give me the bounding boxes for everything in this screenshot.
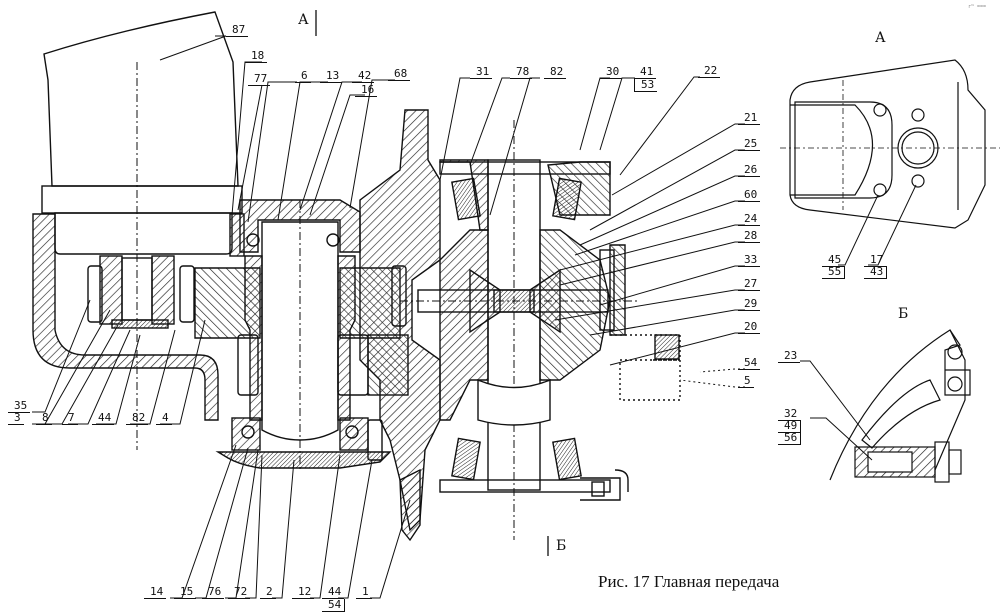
callout-54-bottom: 54 (322, 599, 346, 612)
callout-25: 25 (738, 138, 761, 151)
callout-21: 21 (738, 112, 761, 125)
callout-20: 20 (738, 321, 761, 334)
view-b-drawing (800, 329, 971, 483)
callout-53: 53 (634, 79, 658, 92)
input-bearing-left (99, 255, 123, 325)
callout-82-top: 82 (544, 66, 567, 79)
callout-68: 68 (388, 68, 411, 81)
callout-77: 77 (248, 73, 271, 86)
callout-16: 16 (355, 84, 378, 97)
corner-stamp: r™ === (968, 4, 987, 10)
callout-26: 26 (738, 164, 761, 177)
callout-2: 2 (260, 586, 276, 599)
callout-42: 42 (352, 70, 375, 83)
callout-32: 32 (778, 408, 801, 421)
callout-30: 30 (600, 66, 623, 79)
callout-45: 45 (822, 254, 845, 267)
view-a-title: А (875, 30, 886, 46)
callout-7: 7 (62, 412, 78, 425)
callout-27: 27 (738, 278, 761, 291)
view-a-drawing (780, 59, 1000, 266)
callout-31: 31 (470, 66, 493, 79)
callout-78: 78 (510, 66, 533, 79)
callout-28: 28 (738, 230, 761, 243)
section-a-marker: А (298, 12, 309, 28)
callout-54-right: 54 (738, 357, 761, 370)
motor-flange (41, 185, 243, 214)
callout-82-left: 82 (126, 412, 149, 425)
housing-left (32, 213, 219, 421)
callout-4: 4 (156, 412, 172, 425)
callout-44-bottom: 44 (322, 586, 345, 599)
callout-6: 6 (295, 70, 311, 83)
callout-72: 72 (228, 586, 251, 599)
callout-17: 17 (864, 254, 887, 267)
callout-5: 5 (738, 375, 754, 388)
callout-24: 24 (738, 213, 761, 226)
callout-18: 18 (245, 50, 268, 63)
callout-14: 14 (144, 586, 167, 599)
callout-44-left: 44 (92, 412, 115, 425)
callout-22: 22 (698, 65, 721, 78)
callout-1: 1 (356, 586, 372, 599)
callout-23: 23 (778, 350, 801, 363)
callout-13: 13 (320, 70, 343, 83)
motor-block (43, 11, 239, 187)
callout-55: 55 (822, 266, 846, 279)
callout-12: 12 (292, 586, 315, 599)
figure-caption: Рис. 17 Главная передача (598, 572, 780, 591)
motor-pilot (54, 212, 233, 255)
callout-49: 49 (778, 420, 802, 433)
callout-15: 15 (174, 586, 197, 599)
main-housing (359, 109, 441, 532)
callout-41: 41 (634, 66, 657, 79)
bottom-cover (215, 451, 392, 469)
callout-43: 43 (864, 266, 888, 279)
callout-29: 29 (738, 298, 761, 311)
callout-8: 8 (36, 412, 52, 425)
callout-33: 33 (738, 254, 761, 267)
callout-87: 87 (226, 24, 249, 37)
callout-76: 76 (202, 586, 225, 599)
section-b-marker: Б (556, 538, 567, 554)
callout-3: 3 (8, 412, 24, 425)
view-b-title: Б (898, 306, 909, 322)
callout-35: 35 (8, 400, 31, 413)
callout-60: 60 (738, 189, 761, 202)
callout-56: 56 (778, 432, 802, 445)
section-markers (315, 10, 549, 556)
main-section-view (32, 11, 681, 542)
